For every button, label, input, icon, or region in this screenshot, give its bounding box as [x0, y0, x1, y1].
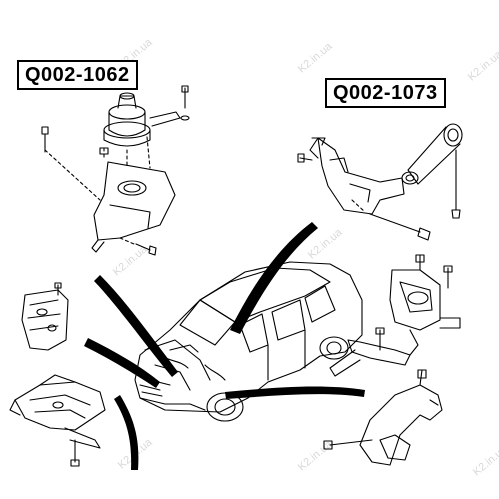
mount-bracket — [93, 161, 176, 241]
leader-sweep-right — [225, 386, 365, 399]
leader-sweeps — [84, 222, 365, 470]
engine-mount-1062 — [41, 85, 190, 256]
car-outline — [134, 261, 363, 422]
rod-bracket — [317, 137, 405, 215]
wheel-front — [206, 392, 244, 422]
mount-body — [108, 111, 146, 137]
left-bracket — [21, 282, 69, 351]
part-number-label-right: Q002-1073 — [325, 78, 446, 108]
bolt — [41, 126, 49, 153]
bolt — [99, 147, 109, 155]
bolt — [181, 85, 189, 109]
bolt — [369, 213, 431, 241]
subframe-assembly — [9, 374, 106, 467]
bolt — [135, 243, 157, 256]
wheel-rear — [319, 336, 349, 360]
rear-mount — [323, 369, 443, 466]
mount-top-cap — [108, 104, 146, 120]
part-number-label-left: Q002-1062 — [17, 60, 138, 90]
leader-sweep-top — [230, 222, 318, 334]
windshield — [179, 299, 236, 346]
transmission-mount — [329, 254, 461, 377]
torque-rod — [407, 126, 461, 185]
car-roof — [199, 267, 331, 323]
leader-sweep-left — [94, 275, 178, 377]
bolt — [323, 439, 373, 450]
leader-sweep-left-low — [84, 338, 160, 388]
engine-mount-1073 — [297, 123, 463, 241]
leader-sweep-bottom — [114, 395, 139, 470]
